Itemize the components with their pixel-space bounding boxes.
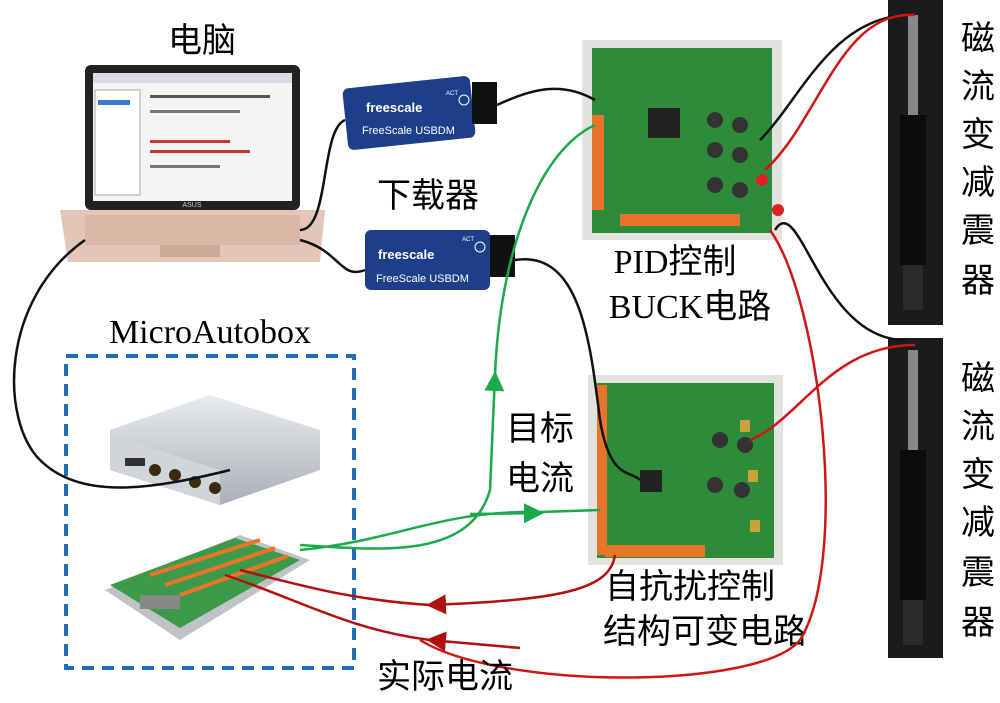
- laptop-computer: ASUS: [60, 65, 325, 262]
- target-current-wire-pid: [299, 371, 505, 550]
- usbdm-downloader-1: freescale FreeScale USBDM ACT: [342, 76, 497, 150]
- mr-damper-2: [888, 338, 943, 658]
- breakout-board: [105, 535, 310, 640]
- microautobox-unit: [110, 395, 320, 505]
- damper-char: 流: [961, 68, 995, 106]
- damper-char: 变: [961, 456, 995, 494]
- damper-char: 减: [961, 505, 995, 542]
- damper-char: 变: [961, 116, 995, 154]
- adrc-variable-structure-board: [588, 375, 783, 565]
- brand-text: freescale: [366, 100, 422, 115]
- usbdm-downloader-2: freescale FreeScale USBDM ACT: [365, 230, 515, 290]
- label-computer: 电脑: [168, 22, 236, 60]
- model-text: FreeScale USBDM: [376, 273, 469, 285]
- damper-char: 磁: [961, 20, 995, 58]
- damper-char: 器: [961, 263, 995, 300]
- damper-char: 器: [961, 605, 995, 642]
- label-adrc-line1: 自抗扰控制: [605, 568, 775, 606]
- microautobox-dashed-box: [64, 354, 356, 670]
- damper-char: 减: [961, 165, 995, 202]
- actual-current-wire-2: [426, 631, 521, 652]
- usb-cables: [12, 13, 906, 489]
- damper-power-wires: [419, 13, 916, 679]
- label-damper-1: 磁 流 变 减 震 器: [961, 20, 995, 300]
- laptop-brand-logo: ASUS: [182, 202, 201, 209]
- damper-char: 磁: [961, 360, 995, 398]
- model-text: FreeScale USBDM: [362, 125, 455, 137]
- target-current-wire-adrc: [299, 508, 601, 552]
- label-target-current-line1: 目标: [506, 410, 574, 448]
- actual-current-wire-1: [426, 554, 617, 615]
- led-label: ACT: [462, 237, 474, 243]
- label-microautobox: MicroAutobox: [109, 314, 311, 351]
- mr-damper-1: [888, 0, 943, 325]
- brand-text: freescale: [378, 247, 434, 262]
- pid-buck-board: [582, 40, 784, 240]
- damper-char: 震: [961, 213, 995, 250]
- label-downloader: 下载器: [377, 177, 479, 215]
- label-adrc-line2: 结构可变电路: [603, 613, 807, 651]
- label-pid-line2: BUCK电路: [609, 288, 771, 326]
- label-target-current-line2: 电流: [506, 460, 574, 498]
- damper-char: 流: [961, 408, 995, 446]
- label-damper-2: 磁 流 变 减 震 器: [961, 360, 995, 642]
- led-label: ACT: [446, 91, 458, 97]
- label-pid-line1: PID控制: [614, 243, 737, 281]
- damper-char: 震: [961, 555, 995, 592]
- label-actual-current: 实际电流: [377, 658, 513, 696]
